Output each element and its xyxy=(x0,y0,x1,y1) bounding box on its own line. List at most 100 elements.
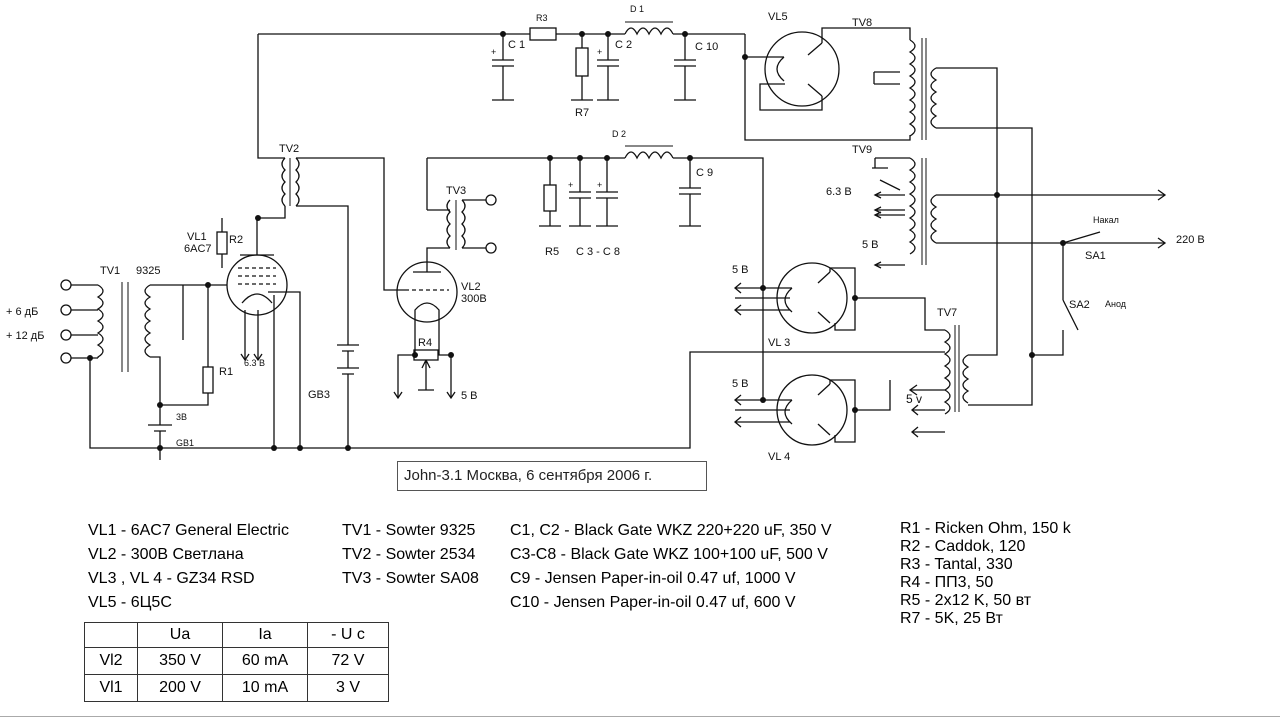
label-heater-63: 6.3 В xyxy=(244,358,265,368)
label-tv2: TV2 xyxy=(279,143,299,155)
bom-capacitor-item: C10 - Jensen Paper-in-oil 0.47 uf, 600 V xyxy=(510,594,796,611)
label-5v-tv7: 5 v xyxy=(906,392,922,406)
resistor-r2 xyxy=(216,231,228,255)
bom-resistors: R1 - Ricken Ohm, 150 k R2 - Caddok, 120 … xyxy=(900,520,1071,628)
tube-vl5 xyxy=(742,27,911,111)
table-cell: 72 V xyxy=(307,647,389,675)
label-c1: C 1 xyxy=(508,39,525,51)
capacitor-c9 xyxy=(679,158,701,227)
label-d2: D 2 xyxy=(612,129,626,139)
table-cell: Vl1 xyxy=(84,674,138,702)
label-tv1-num: 9325 xyxy=(136,265,160,277)
label-tv8: TV8 xyxy=(852,17,872,29)
label-vl2: VL2 xyxy=(461,281,481,293)
capacitor-c2 xyxy=(597,34,619,101)
choke-d2 xyxy=(624,151,674,160)
label-plus-c3: + xyxy=(568,180,573,190)
label-anod: Анод xyxy=(1105,299,1127,309)
component-labels: R3 D 1 + C 1 + C 2 C 10 R7 VL5 TV8 TV9 T… xyxy=(6,4,1205,463)
label-d1: D 1 xyxy=(630,4,644,14)
bom-capacitor-item: C3-C8 - Black Gate WKZ 100+100 uF, 500 V xyxy=(510,546,828,563)
label-gb3: GB3 xyxy=(308,389,330,401)
bom-transformer-item: TV2 - Sowter 2534 xyxy=(342,546,476,563)
bom-tube-item: VL1 - 6AC7 General Electric xyxy=(88,522,289,539)
label-vl3: VL 3 xyxy=(768,337,790,349)
label-r3: R3 xyxy=(536,13,548,23)
table-row: Vl1 200 V 10 mA 3 V xyxy=(84,674,389,702)
transformer-tv8 xyxy=(744,38,1033,355)
bom-resistor-item: R3 - Tantal, 330 xyxy=(900,556,1013,573)
label-tv7: TV7 xyxy=(937,307,957,319)
battery-gb3 xyxy=(271,344,359,451)
label-plus-c1: + xyxy=(491,47,496,57)
label-63v-tv9: 6.3 В xyxy=(826,186,852,198)
label-3v: 3В xyxy=(176,412,187,422)
switch-sa1 xyxy=(1062,231,1167,249)
bom-resistor-item: R1 - Ricken Ohm, 150 k xyxy=(900,520,1071,537)
label-5v-tv9: 5 В xyxy=(862,239,879,251)
transformer-tv1 xyxy=(60,279,945,449)
label-tv3: TV3 xyxy=(446,185,466,197)
label-r1: R1 xyxy=(219,366,233,378)
label-vl5: VL5 xyxy=(768,11,788,23)
bottom-divider xyxy=(0,716,1280,717)
bom-capacitor-item: C9 - Jensen Paper-in-oil 0.47 uf, 1000 V xyxy=(510,570,796,587)
schematic-caption: John-3.1 Москва, 6 сентября 2006 г. xyxy=(397,461,707,491)
transformer-tv3 xyxy=(426,194,497,265)
capacitor-c1 xyxy=(492,34,514,101)
bom-tube-item: VL3 , VL 4 - GZ34 RSD xyxy=(88,570,255,587)
label-vl1: VL1 xyxy=(187,231,207,243)
choke-d1 xyxy=(624,27,674,36)
label-c9: C 9 xyxy=(696,167,713,179)
label-vl2-type: 300B xyxy=(461,293,487,305)
bom-tube-item: VL5 - 6Ц5С xyxy=(88,594,172,611)
transformer-tv7 xyxy=(908,195,1033,438)
label-5v-r4: 5 В xyxy=(461,390,478,402)
label-r7: R7 xyxy=(575,107,589,119)
resistor-r7 xyxy=(571,34,593,101)
tube-vl4 xyxy=(733,288,891,446)
lower-supply-filter xyxy=(426,145,764,288)
label-c2: C 2 xyxy=(615,39,632,51)
label-plus-c8: + xyxy=(597,180,602,190)
table-cell: 350 V xyxy=(137,647,223,675)
label-tv1: TV1 xyxy=(100,265,120,277)
table-header-cell: - U c xyxy=(307,622,389,648)
label-gb1: GB1 xyxy=(176,438,194,448)
bom-resistor-item: R2 - Caddok, 120 xyxy=(900,538,1026,555)
switch-sa2 xyxy=(1029,243,1079,358)
operating-parameters-table: Ua Ia - U c Vl2 350 V 60 mA 72 V Vl1 200… xyxy=(84,622,389,702)
battery-gb1 xyxy=(148,405,172,460)
tube-vl1 xyxy=(208,215,301,448)
resistor-r1 xyxy=(157,340,214,408)
transformer-tv2 xyxy=(257,34,405,345)
capacitor-c10 xyxy=(674,34,696,101)
table-cell: Vl2 xyxy=(84,647,138,675)
label-vl4: VL 4 xyxy=(768,451,790,463)
bom-tubes: VL1 - 6AC7 General Electric VL2 - 300B С… xyxy=(88,519,289,615)
table-cell: 10 mA xyxy=(222,674,308,702)
tube-vl2 xyxy=(393,261,458,400)
table-cell: 200 V xyxy=(137,674,223,702)
bom-capacitors: C1, C2 - Black Gate WKZ 220+220 uF, 350 … xyxy=(510,519,832,615)
label-220v: 220 В xyxy=(1176,234,1205,246)
upper-supply-filter xyxy=(258,21,746,101)
bom-resistor-item: R4 - ПП3, 50 xyxy=(900,574,994,591)
tube-vl3 xyxy=(733,262,945,334)
table-header-cell: Ia xyxy=(222,622,308,648)
label-plus12db: + 12 дБ xyxy=(6,330,44,342)
table-cell: 3 V xyxy=(307,674,389,702)
bom-transformers: TV1 - Sowter 9325 TV2 - Sowter 2534 TV3 … xyxy=(342,519,479,591)
label-c10: C 10 xyxy=(695,41,718,53)
label-vl1-type: 6AC7 xyxy=(184,243,212,255)
table-header-row: Ua Ia - U c xyxy=(84,622,389,648)
resistor-r5 xyxy=(539,158,561,227)
capacitor-c3-c8 xyxy=(569,158,618,227)
label-sa2: SA2 xyxy=(1069,299,1090,311)
label-sa1: SA1 xyxy=(1085,250,1106,262)
label-plus-c2: + xyxy=(597,47,602,57)
bom-tube-item: VL2 - 300B Светлана xyxy=(88,546,244,563)
transformer-tv9 xyxy=(872,157,1167,269)
bom-capacitor-item: C1, C2 - Black Gate WKZ 220+220 uF, 350 … xyxy=(510,522,832,539)
